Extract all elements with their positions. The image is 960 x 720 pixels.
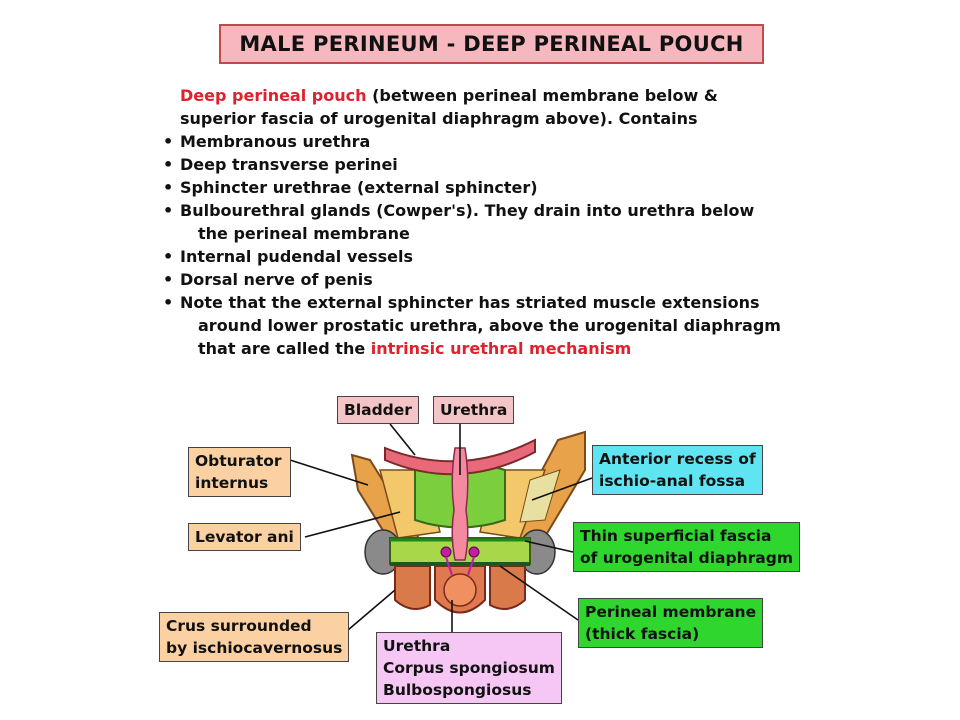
leader-anterior — [531, 477, 593, 501]
note-line2: around lower prostatic urethra, above th… — [198, 316, 781, 335]
leader-perineal — [499, 565, 579, 621]
note-line1: Note that the external sphincter has str… — [180, 293, 760, 312]
urethra — [451, 447, 469, 561]
list-item: • Internal pudendal vessels — [160, 245, 810, 268]
note-highlight: intrinsic urethral mechanism — [370, 339, 632, 358]
label-levator-ani: Levator ani — [188, 523, 301, 551]
crus-left — [394, 565, 431, 610]
label-bottom-line2: Corpus spongiosum — [383, 659, 555, 677]
bullet-icon: • — [163, 247, 174, 266]
gland-ducts — [445, 556, 475, 576]
label-thin-line2: of urogenital diaphragm — [580, 549, 793, 567]
label-bottom-line3: Bulbospongiosus — [383, 681, 532, 699]
label-anterior-line2: ischio-anal fossa — [599, 472, 746, 490]
bullet-icon: • — [163, 293, 174, 312]
list-item-text: Dorsal nerve of penis — [180, 270, 373, 289]
list-item-text: Internal pudendal vessels — [180, 247, 414, 266]
label-anterior-recess: Anterior recess of ischio-anal fossa — [592, 445, 763, 495]
label-perineal-line2: (thick fascia) — [585, 625, 700, 643]
label-thin-superficial-fascia: Thin superficial fascia of urogenital di… — [573, 522, 800, 572]
intro-line2: superior fascia of urogenital diaphragm … — [180, 109, 698, 128]
label-thin-line1: Thin superficial fascia — [580, 527, 772, 545]
list-item-text: Membranous urethra — [180, 132, 371, 151]
anterior-recess — [519, 469, 561, 523]
label-levator-text: Levator ani — [195, 528, 294, 546]
bullet-icon: • — [163, 155, 174, 174]
label-crus-line1: Crus surrounded — [166, 617, 312, 635]
list-item: • Sphincter urethrae (external sphincter) — [160, 176, 810, 199]
label-crus-line2: by ischiocavernosus — [166, 639, 343, 657]
corpus-spongiosum — [443, 573, 477, 607]
list-item: • Bulbourethral glands (Cowper's). They d… — [160, 199, 810, 245]
leader-crus — [347, 589, 396, 631]
label-anterior-line1: Anterior recess of — [599, 450, 756, 468]
list-item: • Deep transverse perinei — [160, 153, 810, 176]
note-line3-prefix: that are called the — [198, 339, 371, 358]
bullet-icon: • — [163, 270, 174, 289]
bullet-icon: • — [163, 132, 174, 151]
list-item: • Membranous urethra — [160, 130, 810, 153]
bladder-floor — [384, 438, 536, 476]
label-bladder: Bladder — [337, 396, 419, 424]
label-obturator-internus: Obturator internus — [188, 447, 291, 497]
intro-line1: (between perineal membrane below & — [366, 86, 718, 105]
bullet-icon: • — [163, 178, 174, 197]
label-obturator-line1: Obturator — [195, 452, 282, 470]
list-item-text: Deep transverse perinei — [180, 155, 398, 174]
bulbourethral-gland-left — [440, 546, 452, 558]
label-urethra-top: Urethra — [433, 396, 515, 424]
bullet-icon: • — [163, 201, 174, 220]
label-urethra-top-text: Urethra — [440, 401, 508, 419]
leader-thin — [524, 540, 574, 553]
leader-levator — [304, 511, 401, 538]
label-bladder-text: Bladder — [344, 401, 412, 419]
list-item-continuation: the perineal membrane — [198, 224, 410, 243]
label-urethra-corpus-bulbo: Urethra Corpus spongiosum Bulbospongiosu… — [376, 632, 562, 704]
leader-obturator — [289, 459, 369, 486]
list-item-text: Bulbourethral glands (Cowper's). They dr… — [180, 201, 755, 220]
label-perineal-line1: Perineal membrane — [585, 603, 757, 621]
intro-highlight: Deep perineal pouch — [180, 86, 367, 105]
crus-right — [489, 565, 526, 610]
label-crus: Crus surrounded by ischiocavernosus — [159, 612, 350, 662]
note-line3: that are called the intrinsic urethral m… — [180, 337, 810, 360]
label-bottom-line1: Urethra — [383, 637, 451, 655]
list-item: • Dorsal nerve of penis — [160, 268, 810, 291]
list-item-text: Sphincter urethrae (external sphincter) — [180, 178, 538, 197]
label-perineal-membrane: Perineal membrane (thick fascia) — [578, 598, 764, 648]
note-item: • Note that the external sphincter has st… — [160, 291, 810, 360]
label-obturator-line2: internus — [195, 474, 269, 492]
bulbourethral-gland-right — [468, 546, 480, 558]
page-title: MALE PERINEUM - DEEP PERINEAL POUCH — [219, 24, 764, 64]
contents-list: • Membranous urethra • Deep transverse per… — [160, 130, 810, 360]
leader-bladder — [389, 423, 416, 456]
intro-text: Deep perineal pouch (between perineal me… — [180, 84, 800, 130]
